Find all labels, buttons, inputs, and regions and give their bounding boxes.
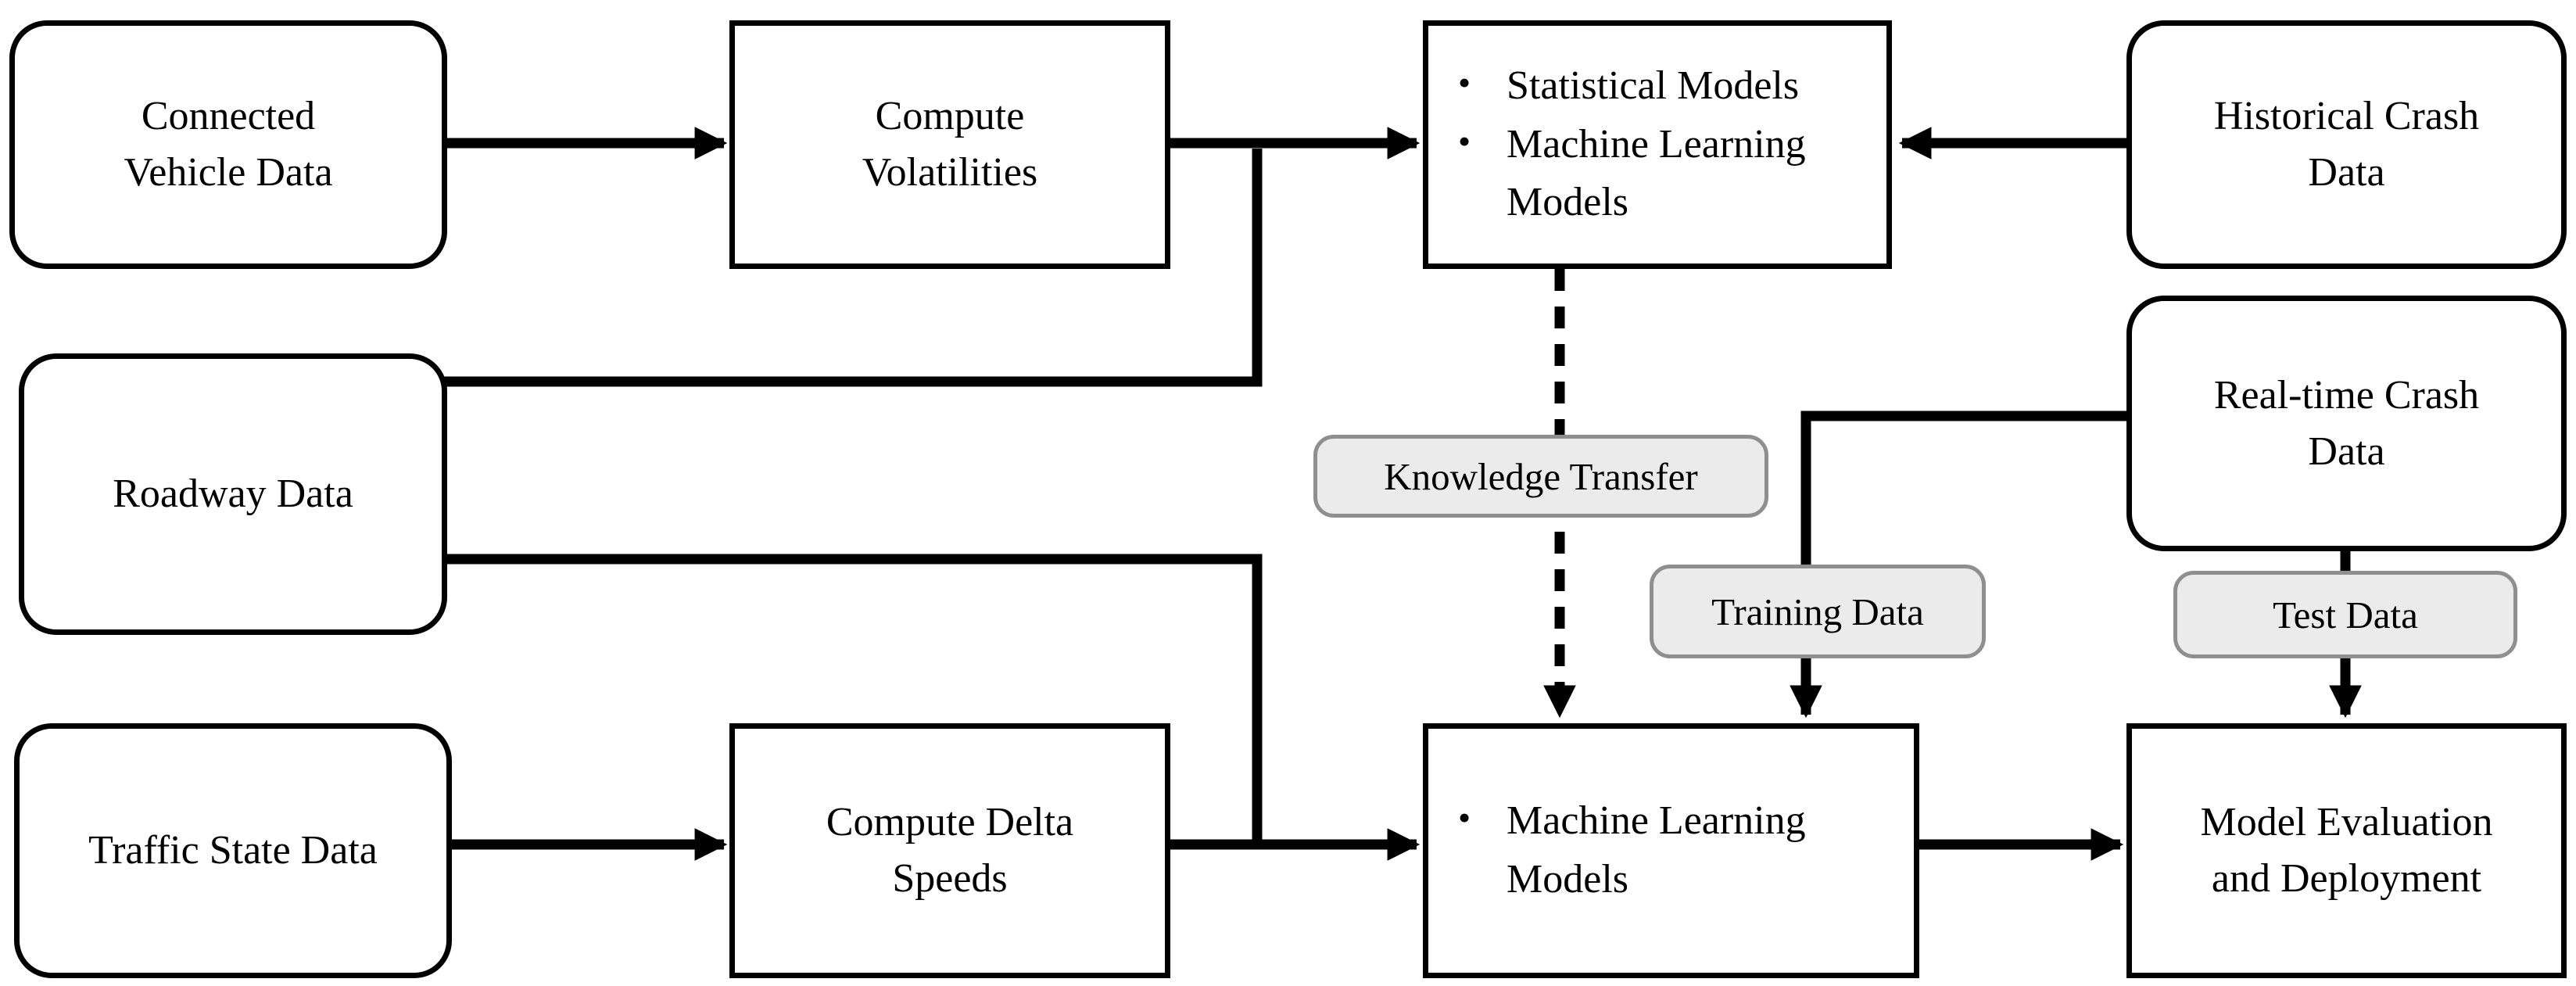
node-model-evaluation-deployment: Model Evaluation and Deployment (2126, 723, 2567, 978)
edge-label-training-data: Training Data (1650, 565, 1986, 658)
node-roadway-data: Roadway Data (19, 353, 447, 635)
node-text: Data (2308, 428, 2385, 474)
node-text: Volatilities (862, 150, 1038, 195)
model-list: • Statistical Models • Machine Learning … (1428, 57, 1886, 233)
node-text: Vehicle Data (124, 150, 333, 195)
node-compute-delta-speeds: Compute Delta Speeds (729, 723, 1170, 978)
node-historical-crash-data: Historical Crash Data (2126, 20, 2567, 269)
node-text: Connected (141, 94, 316, 139)
node-text: Data (2308, 150, 2385, 195)
node-traffic-state-data: Traffic State Data (14, 723, 452, 978)
edge-label-knowledge-transfer: Knowledge Transfer (1313, 435, 1768, 518)
bullet-icon: • (1458, 62, 1471, 102)
bullet-icon: • (1458, 120, 1471, 161)
node-text: Compute (875, 94, 1025, 139)
node-models-top: • Statistical Models • Machine Learning … (1423, 20, 1892, 269)
node-text: Roadway Data (113, 471, 353, 517)
list-item: • Machine Learning Models (1458, 116, 1879, 233)
list-item: • Statistical Models (1458, 57, 1879, 116)
node-text: Model Evaluation (2200, 800, 2493, 845)
node-realtime-crash-data: Real-time Crash Data (2126, 296, 2567, 551)
node-text: Compute Delta (826, 800, 1074, 845)
node-text: and Deployment (2211, 856, 2482, 901)
edge-label-test-data: Test Data (2173, 571, 2517, 658)
bullet-text: Machine Learning Models (1507, 798, 1806, 902)
node-compute-volatilities: Compute Volatilities (729, 20, 1170, 269)
bullet-icon: • (1458, 798, 1471, 838)
node-text: Speeds (892, 856, 1008, 901)
node-models-bottom: • Machine Learning Models (1423, 723, 1919, 978)
node-text: Historical Crash (2213, 94, 2480, 139)
edge-label-text: Test Data (2273, 593, 2418, 636)
node-text: Real-time Crash (2213, 372, 2480, 418)
line-roadway-to-bottom-arrow-junction (442, 554, 1263, 844)
node-text: Traffic State Data (88, 828, 378, 873)
list-item: • Machine Learning Models (1458, 792, 1906, 909)
node-connected-vehicle-data: Connected Vehicle Data (9, 20, 447, 269)
model-list: • Machine Learning Models (1428, 792, 1914, 909)
edge-label-text: Knowledge Transfer (1384, 454, 1698, 498)
bullet-text: Statistical Models (1507, 63, 1800, 108)
edge-label-text: Training Data (1711, 590, 1924, 633)
line-roadway-to-top-arrow-junction (442, 149, 1263, 387)
bullet-text: Machine Learning Models (1507, 121, 1806, 225)
